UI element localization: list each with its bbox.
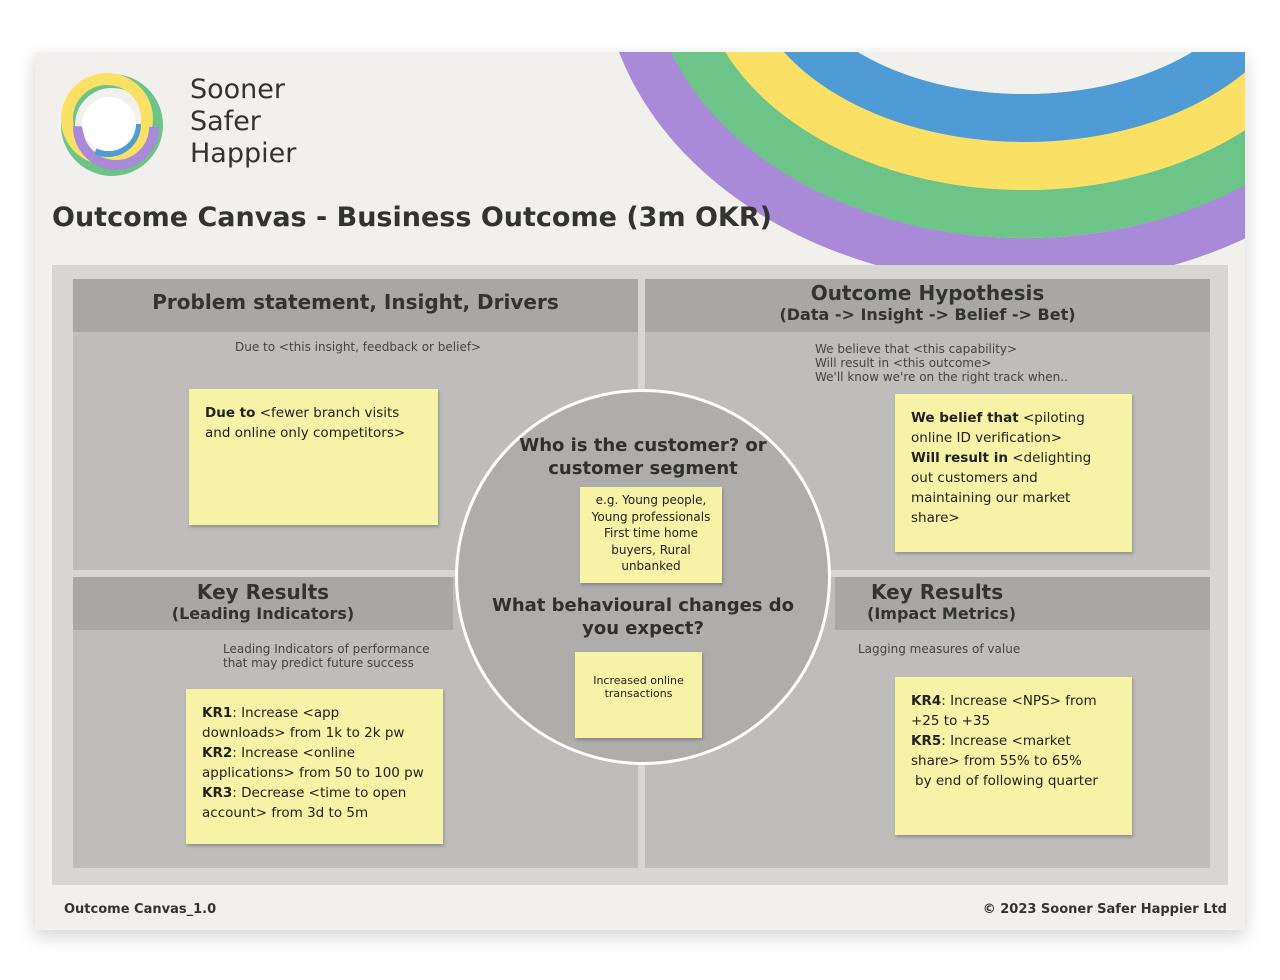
kr-text: : Increase <online applications> from 50… (202, 745, 424, 781)
problem-heading: Problem statement, Insight, Drivers (73, 279, 638, 332)
kr-label: KR5 (911, 733, 942, 749)
kr-label: KR2 (202, 745, 233, 761)
hypothesis-header: Outcome Hypothesis (Data -> Insight -> B… (645, 279, 1210, 332)
impact-heading: Key Results (871, 580, 1004, 604)
impact-subheading: (Impact Metrics) (867, 604, 1017, 623)
hypothesis-hint: We believe that <this capability> Will r… (815, 342, 1068, 384)
page-title: Outcome Canvas - Business Outcome (3m OK… (52, 202, 772, 233)
problem-hint: Due to <this insight, feedback or belief… (235, 340, 482, 354)
hypothesis-sticky: We belief that <piloting online ID verif… (895, 394, 1132, 552)
leading-heading: Key Results (196, 580, 330, 604)
impact-sticky: KR4: Increase <NPS> from +25 to +35 KR5:… (895, 677, 1132, 835)
kr-label: KR4 (911, 693, 942, 709)
hint-line: We'll know we're on the right track when… (815, 370, 1068, 384)
kr-text: : Increase <app downloads> from 1k to 2k… (202, 705, 405, 741)
hint-line: We believe that <this capability> (815, 342, 1018, 356)
kr-item: KR2: Increase <online applications> from… (202, 743, 427, 783)
hint-line: Will result in <this outcome> (815, 356, 992, 370)
leading-sticky: KR1: Increase <app downloads> from 1k to… (186, 689, 443, 844)
brand-name: Sooner Safer Happier (190, 74, 296, 170)
sticky-text: <piloting online ID verification> (911, 410, 1085, 446)
leading-hint: Leading Indicators of performance that m… (223, 642, 430, 670)
kr-item: KR5: Increase <market share> from 55% to… (911, 731, 1116, 771)
kr-item: KR4: Increase <NPS> from +25 to +35 (911, 691, 1116, 731)
sticky-text: <fewer branch visits and online only com… (205, 405, 406, 441)
kr-label: KR1 (202, 705, 233, 721)
leading-header: Key Results (Leading Indicators) (73, 577, 453, 630)
brand-line: Happier (190, 138, 297, 169)
sticky-text: <delighting out customers and maintainin… (911, 450, 1092, 526)
sticky-bold: Will result in (911, 450, 1008, 466)
hypothesis-heading: Outcome Hypothesis (810, 281, 1045, 305)
kr-text: : Increase <NPS> from +25 to +35 (911, 693, 1097, 729)
hypothesis-subheading: (Data -> Insight -> Belief -> Bet) (779, 305, 1076, 324)
problem-sticky: Due to <fewer branch visits and online o… (189, 389, 438, 525)
customer-question: Who is the customer? or customer segment (519, 435, 767, 479)
canvas-panel: Problem statement, Insight, Drivers Due … (52, 265, 1228, 885)
leading-subheading: (Leading Indicators) (171, 604, 355, 623)
brand-line: Sooner (190, 74, 286, 105)
behaviour-sticky: Increased online transactions (575, 652, 702, 738)
kr-text: : Decrease <time to open account> from 3… (202, 785, 407, 821)
sticky-bold: We belief that (911, 410, 1019, 426)
kr-item: KR3: Decrease <time to open account> fro… (202, 783, 427, 823)
kr-text: : Increase <market share> from 55% to 65… (911, 733, 1082, 769)
rainbow-graphic (619, 52, 1245, 272)
brand-line: Safer (190, 106, 261, 137)
kr-item: KR1: Increase <app downloads> from 1k to… (202, 703, 427, 743)
footer-version: Outcome Canvas_1.0 (64, 902, 217, 917)
sticky-bold: Due to (205, 405, 256, 421)
kr-label: KR3 (202, 785, 233, 801)
behaviour-question: What behavioural changes do you expect? (491, 595, 795, 639)
kr-tail: by end of following quarter (915, 773, 1098, 789)
customer-circle: Who is the customer? or customer segment… (455, 389, 831, 765)
footer-copyright: © 2023 Sooner Safer Happier Ltd (982, 902, 1227, 917)
logo-icon (61, 73, 163, 176)
impact-hint: Lagging measures of value (858, 642, 1021, 656)
outcome-canvas: Sooner Safer Happier Outcome Canvas - Bu… (35, 52, 1245, 930)
impact-header: Key Results (Impact Metrics) (835, 577, 1210, 630)
customer-sticky: e.g. Young people, Young professionals F… (580, 487, 722, 583)
